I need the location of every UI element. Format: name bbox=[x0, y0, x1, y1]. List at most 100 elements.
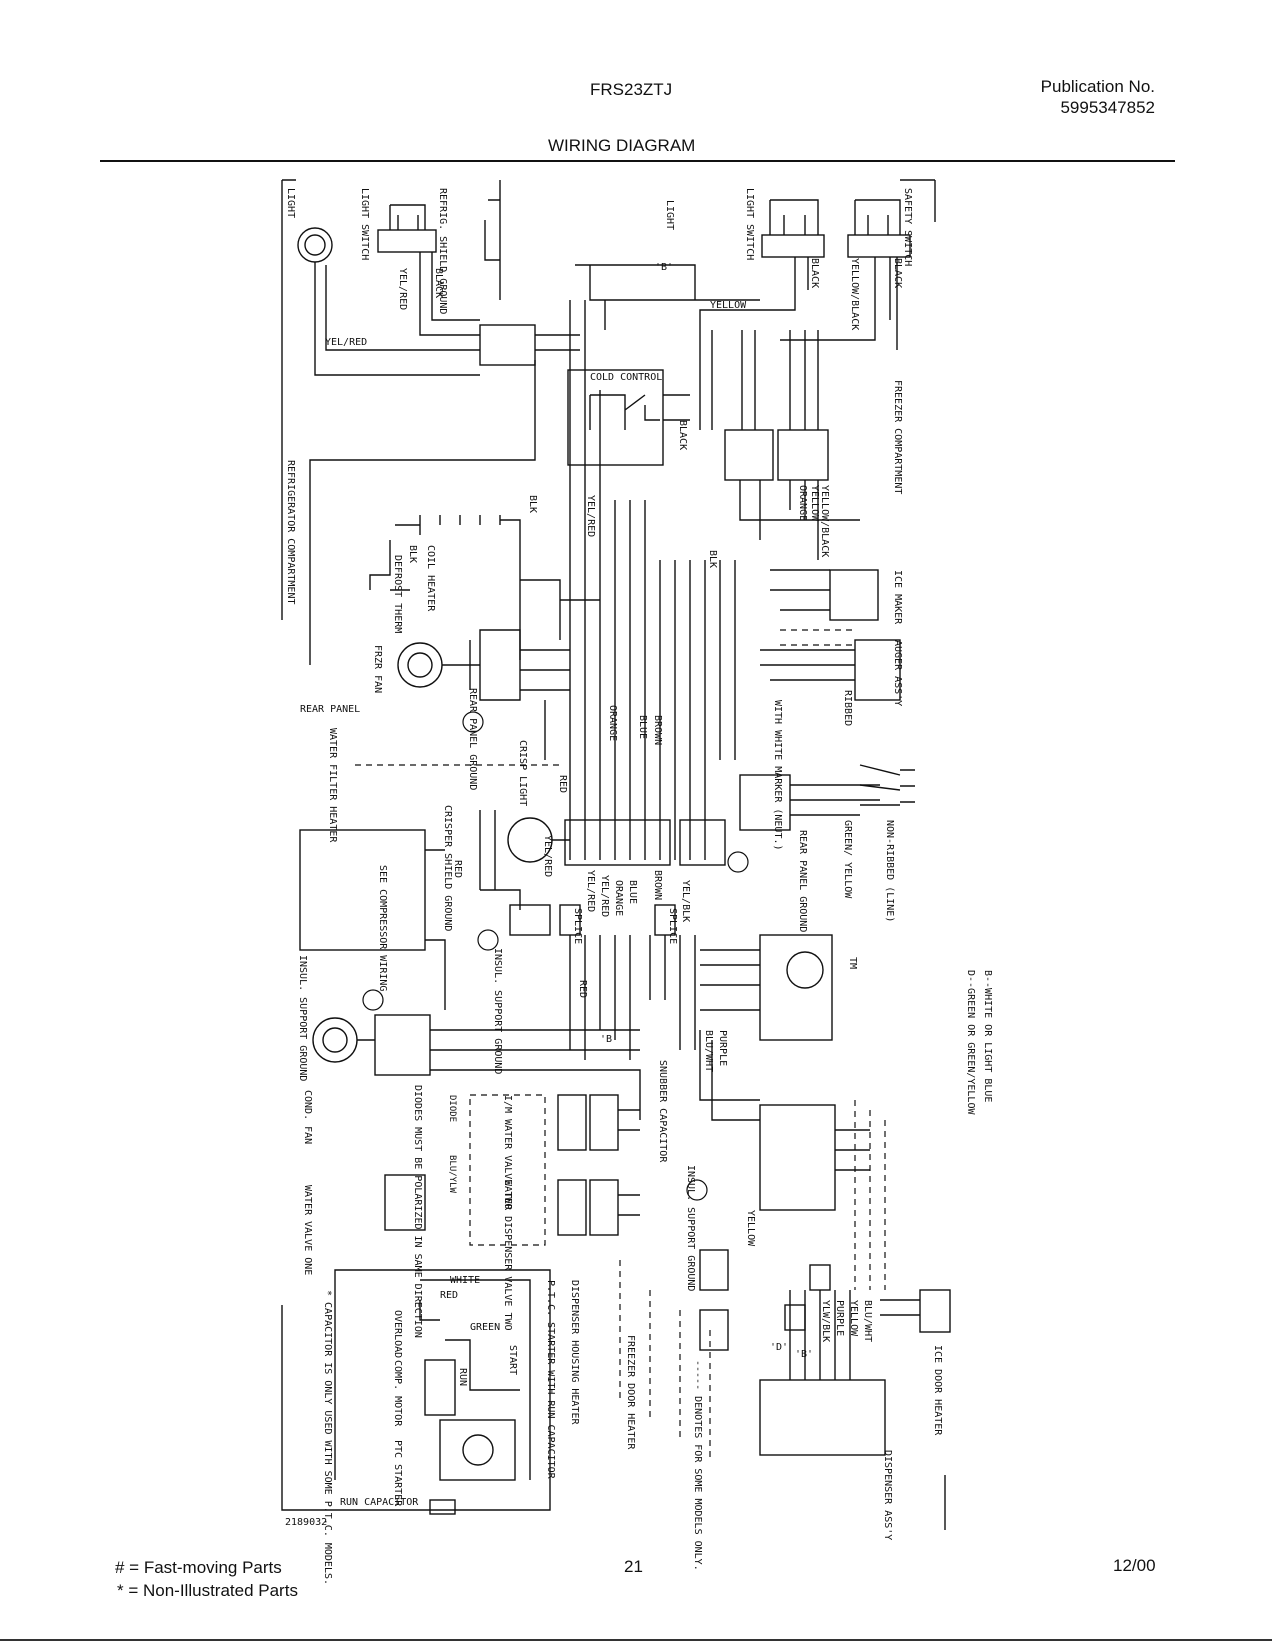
revision-date: 12/00 bbox=[1113, 1556, 1156, 1575]
header-rule bbox=[100, 160, 1175, 162]
label-tm: TM bbox=[847, 957, 858, 969]
label-diodes-note: DIODES MUST BE POLARIZED IN SAME DIRECTI… bbox=[412, 1085, 423, 1338]
label-light-switch-right: LIGHT SWITCH bbox=[744, 188, 755, 260]
label-black-cold: BLACK bbox=[677, 420, 688, 450]
label-red-crisper: RED bbox=[452, 860, 463, 878]
dispenser-control-box bbox=[759, 1104, 836, 1211]
publication-label: Publication No. bbox=[1040, 77, 1155, 96]
label-black-right: BLACK bbox=[809, 258, 820, 288]
label-b-lower: 'B' bbox=[600, 1034, 618, 1045]
insul-support-ground-symbol-2 bbox=[362, 989, 384, 1011]
label-see-compressor: SEE COMPRESSOR WIRING bbox=[377, 865, 388, 991]
label-water-filter-heater: WATER FILTER HEATER bbox=[327, 728, 338, 843]
frzr-fan bbox=[397, 642, 443, 688]
label-b-top: 'B' bbox=[655, 262, 673, 273]
insul-support-ground-symbol bbox=[477, 929, 499, 951]
label-blu-wht-lower: BLU/WHT bbox=[862, 1300, 873, 1342]
label-yel-red-horizontal: YEL/RED bbox=[325, 337, 367, 348]
label-blu-ylw: BLU/YLW bbox=[447, 1155, 457, 1194]
im-water-valve-coil-1 bbox=[557, 1094, 587, 1151]
model-number: FRS23ZTJ bbox=[590, 80, 673, 99]
label-ice-door-heater: ICE DOOR HEATER bbox=[932, 1345, 943, 1436]
cold-control-box bbox=[567, 369, 664, 466]
label-yellow-2: YELLOW bbox=[809, 485, 820, 522]
label-crisper-shield-ground: CRISPER SHIELD GROUND bbox=[442, 805, 453, 931]
label-blue-lower: BLUE bbox=[627, 880, 638, 904]
label-orange-lower: ORANGE bbox=[613, 880, 624, 916]
label-safety-switch: SAFETY SWITCH bbox=[902, 188, 913, 266]
center-connector-2 bbox=[679, 819, 726, 866]
label-blu-wht-mid: BLU/WHT bbox=[703, 1030, 714, 1072]
label-orange-top: ORANGE bbox=[797, 485, 808, 521]
heater-dashed bbox=[619, 1260, 711, 1460]
publication-number: 5995347852 bbox=[1060, 98, 1155, 117]
label-frzr-fan: FRZR FAN bbox=[372, 645, 383, 693]
label-white: WHITE bbox=[450, 1275, 480, 1286]
label-im-water-valve: I/M WATER VALVE TWO bbox=[502, 1095, 513, 1209]
label-capacitor-note: * CAPACITOR IS ONLY USED WITH SOME P.T.C… bbox=[322, 1290, 333, 1585]
label-yel-red-crisp: YEL/RED bbox=[542, 835, 553, 877]
label-d-lower: 'D' bbox=[770, 1342, 788, 1353]
label-b-dispenser: 'B' bbox=[795, 1349, 813, 1360]
dispenser-valve-coil-1 bbox=[557, 1179, 587, 1236]
auger-assy bbox=[854, 639, 901, 701]
label-purple-lower: PURPLE bbox=[834, 1300, 845, 1336]
label-splice-1: SPLICE bbox=[572, 908, 583, 944]
dispenser-dashed bbox=[854, 1100, 886, 1290]
label-water-dispenser-valve: WATER DISPENSER VALVE TWO bbox=[502, 1180, 513, 1331]
publication-block: Publication No. 5995347852 bbox=[1041, 76, 1155, 118]
label-ribbed: RIBBED bbox=[842, 690, 853, 726]
dispenser-assy bbox=[759, 1379, 886, 1456]
label-dispenser-assy: DISPENSER ASS'Y bbox=[882, 1450, 893, 1540]
center-connector-1 bbox=[564, 819, 671, 866]
insul-support-ground-symbol-3 bbox=[686, 1179, 708, 1201]
label-yel-red-lower-2: YEL/RED bbox=[599, 875, 610, 917]
cond-fan bbox=[312, 1017, 358, 1063]
label-insul-support-ground: INSUL. SUPPORT GROUND bbox=[492, 948, 503, 1074]
label-water-valve-one: WATER VALVE ONE bbox=[302, 1185, 313, 1275]
label-yel-blk: YEL/BLK bbox=[680, 880, 691, 922]
label-ptc-starter: PTC STARTER bbox=[392, 1440, 403, 1507]
label-rear-panel-ground: REAR PANEL GROUND bbox=[467, 688, 478, 790]
water-valve-one bbox=[384, 1174, 426, 1231]
tm-motor bbox=[786, 951, 824, 989]
connector-freezer-2 bbox=[777, 429, 829, 481]
label-yel-red-lower: YEL/RED bbox=[585, 870, 596, 912]
label-light-center: LIGHT bbox=[664, 200, 675, 230]
dispenser-valve-coil-2 bbox=[589, 1179, 619, 1236]
label-denotes-some-models: ----- DENOTES FOR SOME MODELS ONLY. bbox=[692, 1360, 703, 1571]
label-rear-panel: REAR PANEL bbox=[300, 704, 360, 715]
label-yellow-horizontal: YELLOW bbox=[710, 300, 747, 311]
cond-fan-connector bbox=[374, 1014, 431, 1076]
label-run-capacitor: RUN CAPACITOR bbox=[340, 1497, 419, 1508]
label-light-switch-left: LIGHT SWITCH bbox=[359, 188, 370, 260]
label-defrost-therm: DEFROST THERM bbox=[392, 555, 403, 633]
label-non-ribbed: NON-RIBBED (LINE) bbox=[884, 820, 895, 922]
tm-box bbox=[759, 934, 833, 1041]
label-freezer-door-heater: FREEZER DOOR HEATER bbox=[625, 1335, 636, 1450]
diagram-title: WIRING DIAGRAM bbox=[548, 136, 696, 155]
label-run: RUN bbox=[457, 1368, 468, 1386]
legend-fast-moving: # = Fast-moving Parts bbox=[115, 1558, 282, 1577]
compressor-wiring-box bbox=[299, 829, 426, 951]
label-freezer-compartment: FREEZER COMPARTMENT bbox=[892, 380, 903, 494]
label-diode: DIODE bbox=[447, 1095, 457, 1122]
label-legend-d: D--GREEN OR GREEN/YELLOW bbox=[965, 970, 976, 1115]
connector-freezer-1 bbox=[724, 429, 774, 481]
rear-panel-ground-symbol bbox=[462, 711, 484, 733]
label-cold-control: COLD CONTROL bbox=[590, 372, 662, 383]
label-yellow-black: YELLOW/BLACK bbox=[849, 258, 860, 330]
label-dispenser-housing-heater: DISPENSER HOUSING HEATER bbox=[569, 1280, 580, 1425]
compressor-box bbox=[281, 1269, 551, 1511]
valve-dashed-box bbox=[469, 1094, 546, 1246]
label-rear-panel-ground-2: REAR PANEL GROUND bbox=[797, 830, 808, 932]
ice-door-heater-plug bbox=[919, 1289, 951, 1333]
label-drawing-number: 2189032 bbox=[285, 1517, 327, 1528]
label-black-top: BLACK bbox=[433, 268, 444, 298]
label-yellow-black-2: YELLOW/BLACK bbox=[819, 485, 830, 557]
label-yellow-lower-2: YELLOW bbox=[848, 1300, 859, 1337]
light-switch-right bbox=[761, 234, 825, 258]
label-start: START bbox=[507, 1345, 518, 1375]
safety-switch bbox=[847, 234, 911, 258]
